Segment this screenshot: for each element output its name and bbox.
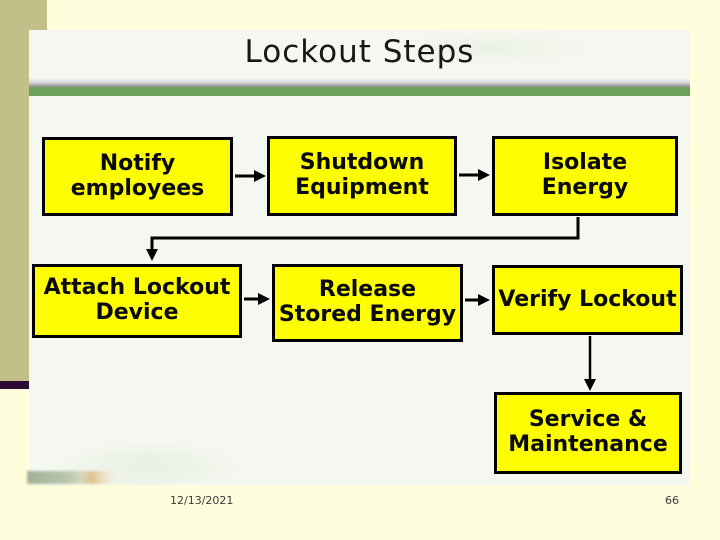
step-box-verify-lockout: Verify Lockout [492, 265, 683, 335]
title-rule-gray [29, 77, 690, 87]
slide-title: Lockout Steps [244, 34, 475, 70]
step-label-notify-employees: Notify employees [70, 150, 205, 201]
step-label-isolate-energy: Isolate Energy [541, 150, 629, 200]
step-label-shutdown-equipment: Shutdown Equipment [295, 150, 429, 200]
step-box-service-maintenance: Service & Maintenance [494, 392, 682, 474]
step-label-service-maintenance: Service & Maintenance [508, 407, 668, 457]
step-box-release-stored-energy: Release Stored Energy [272, 264, 463, 342]
decor-left-strip [0, 0, 29, 381]
step-label-release-stored-energy: Release Stored Energy [278, 277, 457, 327]
partial-logo-smudge [27, 471, 117, 484]
step-label-verify-lockout: Verify Lockout [498, 286, 677, 312]
step-box-notify-employees: Notify employees [42, 137, 233, 216]
step-box-attach-lockout-device: Attach Lockout Device [32, 264, 242, 338]
step-box-shutdown-equipment: Shutdown Equipment [267, 136, 457, 216]
footer-date: 12/13/2021 [170, 494, 234, 507]
title-rule-green [29, 87, 690, 96]
step-label-attach-lockout-device: Attach Lockout Device [43, 275, 231, 325]
decor-purple-band [0, 381, 29, 389]
step-box-isolate-energy: Isolate Energy [492, 136, 678, 216]
slide-number: 66 [665, 494, 679, 507]
